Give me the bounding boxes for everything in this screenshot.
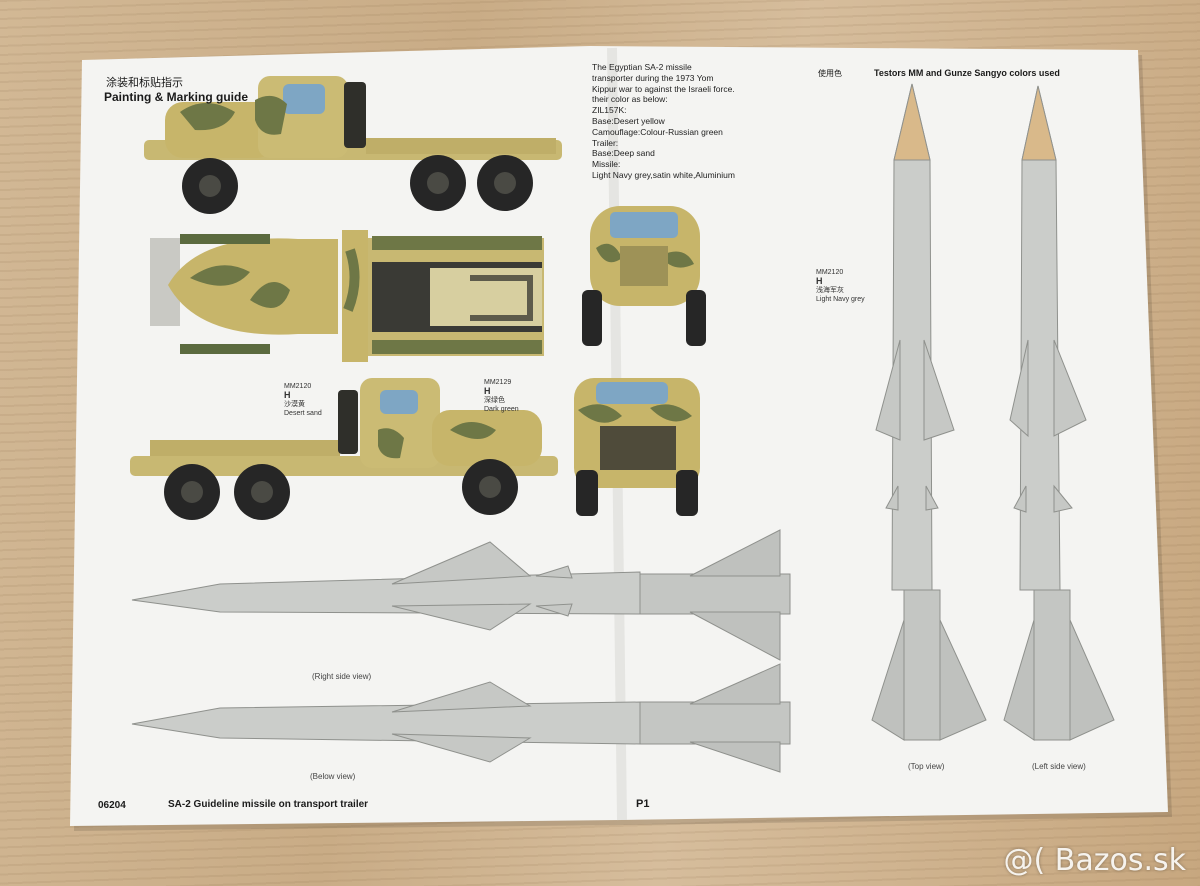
kit-title: SA-2 Guideline missile on transport trai… [168,799,369,810]
missile-top-view [871,83,987,741]
intro-text-block: The Egyptian SA-2 missile transporter du… [592,62,735,181]
paint-code-light-navy-grey: MM2120 H 浅海军灰 Light Navy grey [816,268,865,304]
truck-side-view-bottom [130,378,558,520]
intro-line: Light Navy grey,satin white,Aluminium [592,169,735,180]
intro-line: their color as below: [592,94,668,105]
page-number: P1 [636,798,650,810]
cjk-guide-title: 涂装和标贴指示 [106,77,183,89]
paint-name-cjk: 浅海军灰 [816,287,844,294]
paint-code: MM2129 [484,379,512,386]
cjk-colors-label: 使用色 [818,69,842,78]
right-side-view-label: (Right side view) [312,672,372,681]
paint-h-code: H [484,386,491,396]
paint-code-dark-green: MM2129 H 深绿色 Dark green [484,378,519,414]
intro-line: The Egyptian SA-2 missile [592,62,692,72]
missile-left-side-view [1003,85,1115,741]
paint-code: MM2120 [816,269,844,276]
missile-right-side-view [131,529,791,661]
paint-h-code: H [816,276,823,286]
intro-line: ZIL157K: [592,105,627,116]
truck-top-view [150,230,544,362]
left-side-view-label: (Left side view) [1032,762,1086,771]
top-view-label: (Top view) [908,762,945,771]
truck-side-view-top [144,76,562,214]
intro-line: Camouflage:Colour-Russian green [592,126,723,137]
paint-code-desert-sand: MM2120 H 沙漠黄 Desert sand [284,382,322,418]
intro-line: Base:Deep sand [592,148,655,159]
paint-name-cjk: 深绿色 [484,397,505,404]
paint-name: Dark green [484,406,519,413]
kit-number: 06204 [98,800,126,811]
truck-rear-view [574,378,700,516]
paint-h-code: H [284,390,291,400]
bazos-watermark: @( Bazos.sk [1003,843,1186,878]
intro-line: Missile: [592,159,621,170]
below-view-label: (Below view) [310,772,356,781]
paint-name: Desert sand [284,410,322,417]
guide-title: Painting & Marking guide [104,90,249,104]
paint-name-cjk: 沙漠黄 [284,401,305,408]
intro-line: transporter during the 1973 Yom [592,72,714,83]
intro-line: Kippur war to against the Israeli force. [592,83,735,94]
intro-line: Base:Desert yellow [592,115,665,126]
paint-code: MM2120 [284,383,312,390]
colors-header: Testors MM and Gunze Sangyo colors used [874,68,1060,78]
intro-line: Trailer: [592,137,619,148]
paint-name: Light Navy grey [816,296,865,303]
missile-below-view [131,663,791,773]
truck-front-view [582,206,706,346]
